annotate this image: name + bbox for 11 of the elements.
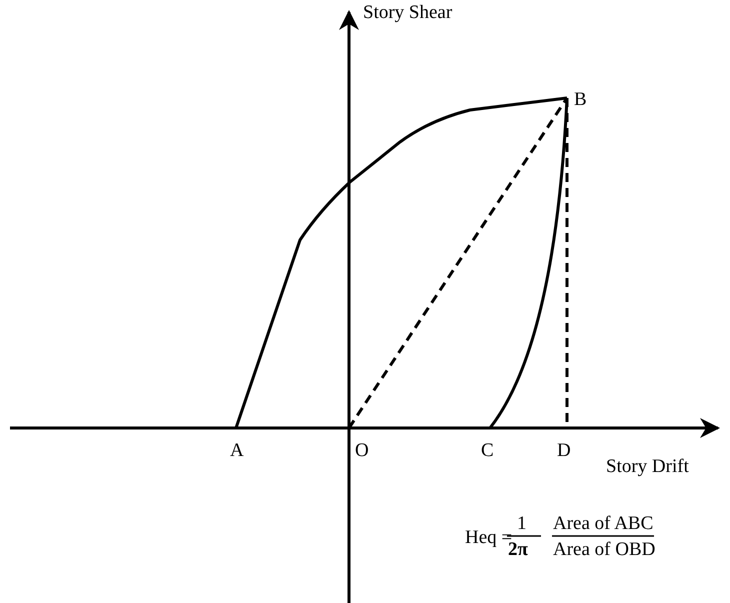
point-label: D xyxy=(557,441,571,460)
axis-title: Story Drift xyxy=(606,457,689,476)
axis-title: Story Shear xyxy=(363,3,452,22)
point-label: A xyxy=(230,441,244,460)
formula-text: 1 xyxy=(517,514,526,533)
point-label: B xyxy=(574,90,587,109)
formula-text: 2π xyxy=(508,540,528,559)
point-label: C xyxy=(481,441,494,460)
formula-text: Area of ABC xyxy=(553,514,654,533)
point-label: O xyxy=(355,441,369,460)
formula-text: Area of OBD xyxy=(553,540,656,559)
